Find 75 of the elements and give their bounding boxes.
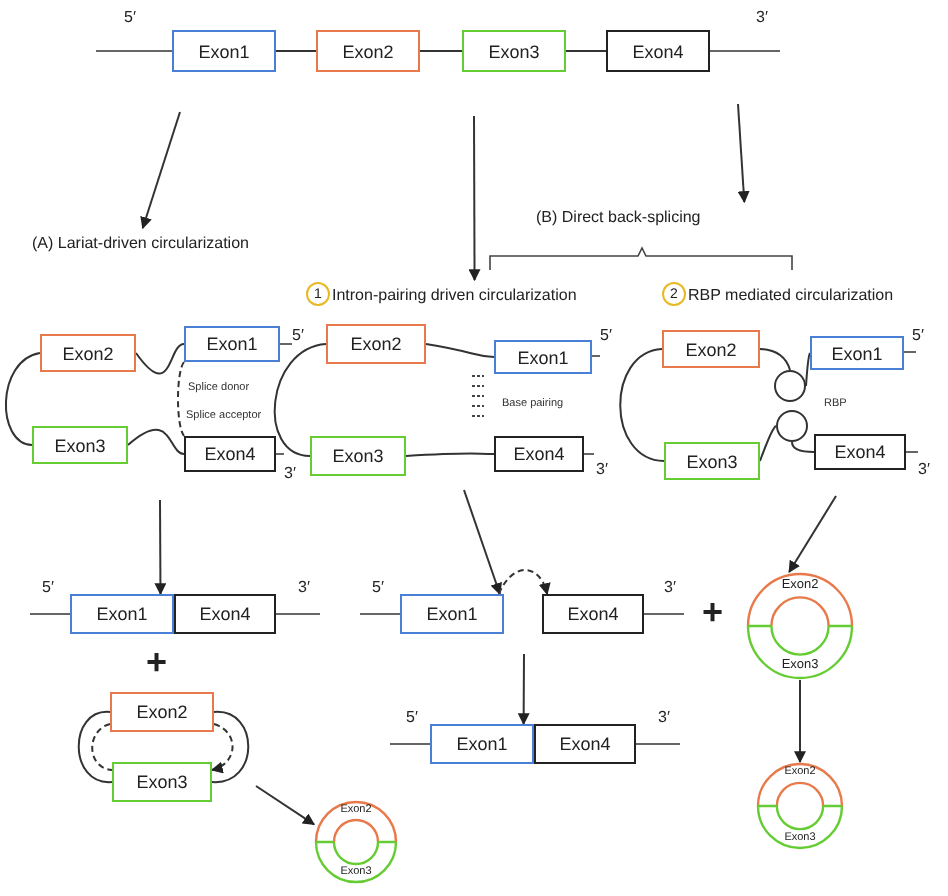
exon-box: Exon1: [810, 336, 904, 370]
exon-box: Exon3: [112, 762, 212, 802]
strand-end-label: 3′: [664, 580, 676, 596]
exon-box: Exon1: [430, 724, 534, 764]
arrow: [788, 495, 837, 573]
dashed-connector-line: [91, 723, 113, 771]
exon-box: Exon3: [32, 426, 128, 464]
strand-end-label: 3′: [918, 462, 930, 478]
arrow: [517, 653, 530, 726]
exon-box: Exon3: [462, 30, 566, 72]
strand-end-label: 5′: [292, 328, 304, 344]
plus-sign: +: [146, 644, 168, 680]
arrow: [794, 679, 806, 764]
exon-box: Exon2: [110, 692, 214, 732]
exon-box: Exon4: [534, 724, 636, 764]
exon-box: Exon4: [174, 594, 276, 634]
arrow: [468, 115, 481, 282]
connector-line: [135, 343, 185, 375]
strand-end-label: 5′: [600, 328, 612, 344]
exon-box: Exon2: [40, 334, 136, 372]
connector-line: [425, 343, 495, 358]
dashed-arrow: [497, 569, 550, 596]
exon-box: Exon2: [326, 324, 426, 364]
connector-line: [759, 425, 777, 462]
section-heading: (B) Direct back-splicing: [536, 202, 760, 230]
exon-box: Exon4: [542, 594, 644, 634]
connector-line: [5, 352, 41, 446]
strand-end-label: 5′: [42, 580, 54, 596]
rbp-circle: [774, 370, 806, 402]
exon-box: Exon4: [814, 434, 906, 470]
connector-line: [759, 348, 791, 371]
section-heading: Intron-pairing driven circularization: [332, 280, 656, 308]
connector-line: [419, 50, 463, 52]
connector-line: [77, 711, 113, 783]
strand-end-label: 3′: [658, 710, 670, 726]
connector-line: [275, 50, 317, 52]
exon-box: Exon4: [606, 30, 710, 72]
strand-end-label: 3′: [298, 580, 310, 596]
exon-box: Exon1: [400, 594, 504, 634]
section-heading: RBP mediated circularization: [688, 280, 944, 308]
strand-end-label: 5′: [124, 10, 136, 26]
connector-line: [405, 452, 495, 457]
exon-box: Exon2: [316, 30, 420, 72]
arrow: [463, 489, 502, 596]
connector-line: [211, 711, 250, 783]
connector-line: [791, 441, 815, 453]
section-heading: (A) Lariat-driven circularization: [32, 228, 316, 256]
rbp-circle: [776, 410, 808, 442]
exon-box: Exon1: [494, 340, 592, 374]
arrow: [154, 499, 167, 596]
dashed-arrow: [210, 723, 234, 773]
exon-box: Exon1: [172, 30, 276, 72]
exon-box: Exon4: [184, 436, 276, 472]
exon-box: Exon1: [184, 326, 280, 362]
strand-end-label: 5′: [372, 580, 384, 596]
strand-end-label: 3′: [596, 462, 608, 478]
exon-box: Exon2: [662, 330, 760, 368]
dashed-connector-line: [177, 361, 185, 437]
arrow: [255, 785, 315, 826]
connector-line: [565, 50, 607, 52]
strand-end-label: 5′: [406, 710, 418, 726]
exon-box: Exon3: [664, 442, 760, 480]
connector-line: [273, 343, 327, 457]
exon-box: Exon3: [310, 436, 406, 476]
exon-box: Exon4: [494, 436, 584, 472]
exon-box: Exon1: [70, 594, 174, 634]
arrow: [737, 103, 750, 204]
plus-sign: +: [702, 594, 724, 630]
connector-line: [127, 428, 185, 455]
strand-end-label: 3′: [284, 466, 296, 482]
strand-end-label: 5′: [912, 328, 924, 344]
connector-line: [805, 352, 811, 387]
arrow: [140, 111, 181, 230]
strand-end-label: 3′: [756, 10, 768, 26]
connector-line: [619, 348, 665, 462]
